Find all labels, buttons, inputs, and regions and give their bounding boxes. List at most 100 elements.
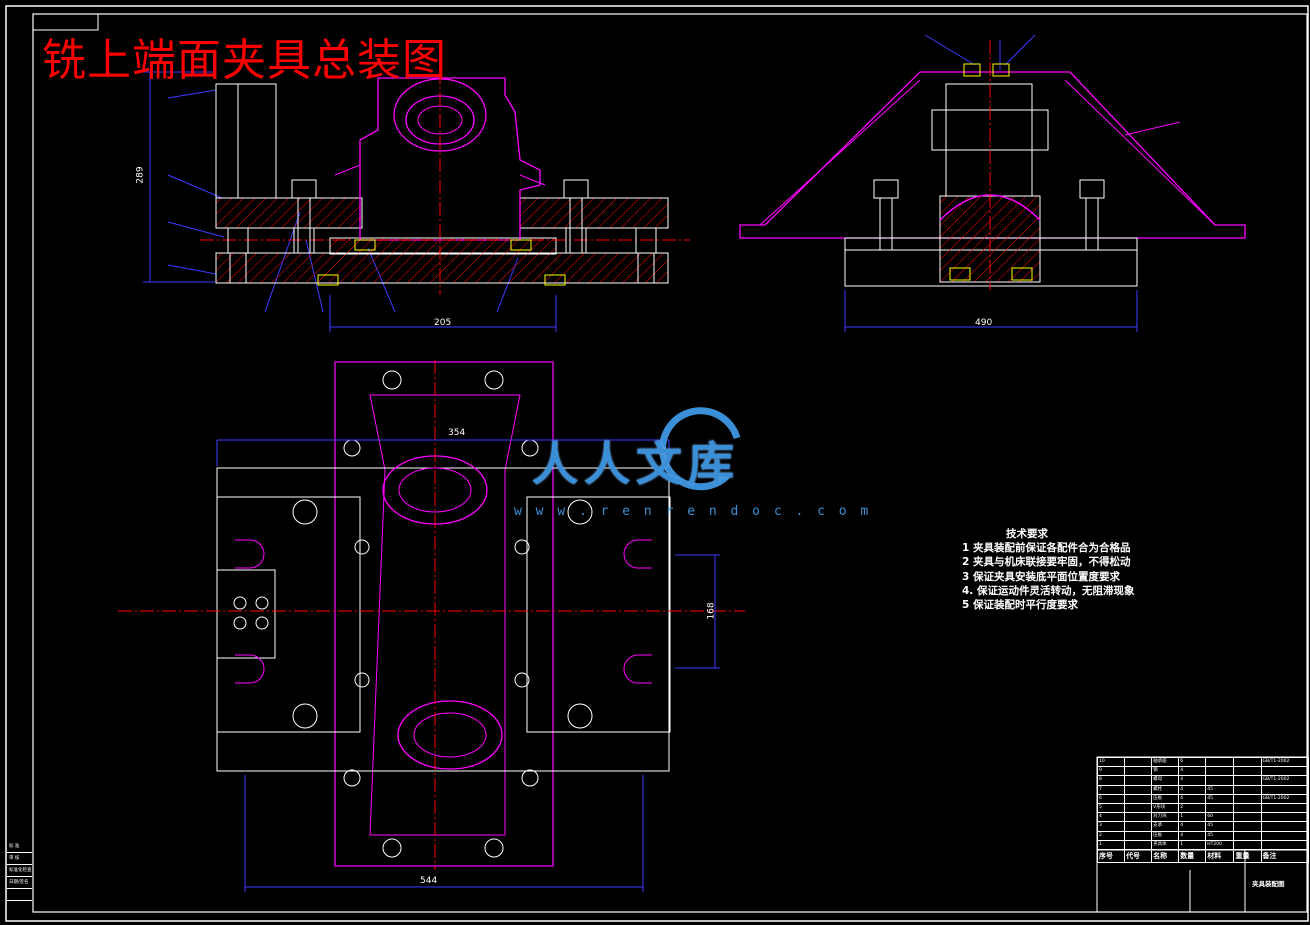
parts-list-cell: 1: [1178, 812, 1207, 823]
dimension-plan-bottom-width: 544: [420, 876, 438, 886]
tech-requirements-heading: 技术要求: [1006, 528, 1048, 540]
watermark-logo-icon: [659, 407, 741, 491]
parts-list-cell: 夹具体: [1151, 839, 1180, 850]
parts-list-cell: [1260, 784, 1310, 795]
parts-list-cell: GB/T1-2002: [1260, 775, 1310, 786]
parts-header-cell: 序号: [1096, 848, 1126, 863]
parts-list-cell: GB/T1-2002: [1260, 793, 1310, 804]
parts-list-cell: 6: [1096, 793, 1126, 804]
dimension-plan-top-width: 354: [448, 428, 466, 438]
parts-list-cell: [1233, 821, 1262, 832]
parts-list-cell: [1233, 784, 1262, 795]
parts-list-cell: 45: [1205, 821, 1235, 832]
parts-list-cell: [1233, 802, 1262, 814]
parts-list-cell: [1260, 821, 1310, 832]
side-view: [739, 34, 1246, 332]
tech-requirements: 技术要求 1 夹具装配前保证各配件合为合格品 2 夹具与机床联接要牢固，不得松动…: [962, 527, 1134, 612]
parts-list-cell: 螺母: [1151, 775, 1180, 786]
parts-list-cell: 压板: [1151, 830, 1180, 841]
parts-list-cell: [1124, 830, 1153, 841]
parts-list-cell: 5: [1096, 802, 1126, 814]
revision-box-cell: 标 准: [7, 841, 32, 853]
parts-list-cell: [1260, 830, 1310, 841]
front-view: [143, 70, 690, 332]
dimension-plan-side-height: 168: [706, 602, 717, 620]
parts-list-cell: HT200: [1205, 839, 1235, 850]
parts-list-cell: 7: [1096, 784, 1126, 795]
drawing-name: 夹具装配图: [1252, 880, 1285, 888]
parts-header-cell: 备注: [1260, 848, 1310, 863]
parts-list-cell: 1: [1178, 839, 1207, 850]
parts-list-cell: [1124, 784, 1153, 795]
parts-list-cell: 压板: [1151, 793, 1180, 804]
parts-list-cell: [1124, 802, 1153, 814]
parts-list-cell: 8: [1096, 775, 1126, 786]
parts-list-cell: [1124, 839, 1153, 850]
watermark: 人人文库 w w w . r e n r e n d o c . c o m: [514, 398, 868, 528]
parts-list-cell: 销: [1151, 766, 1180, 777]
parts-list-cell: [1124, 756, 1153, 768]
parts-list-cell: [1233, 830, 1262, 841]
dimension-front-width: 205: [434, 318, 452, 328]
parts-list-cell: 4: [1178, 830, 1207, 841]
parts-header-cell: 名称: [1151, 848, 1180, 863]
parts-list-cell: [1205, 775, 1235, 786]
corner-tab: [32, 13, 99, 31]
parts-header-cell: 重量: [1233, 848, 1262, 863]
parts-list-cell: [1260, 812, 1310, 823]
parts-header-cell: 数量: [1178, 848, 1207, 863]
parts-list-cell: [1260, 839, 1310, 850]
parts-list-cell: [1233, 775, 1262, 786]
parts-list-cell: 螺栓: [1151, 784, 1180, 795]
parts-list-cell: GB/T1-2002: [1260, 756, 1310, 768]
parts-list-cell: 45: [1205, 784, 1235, 795]
parts-list-cell: 45: [1205, 830, 1235, 841]
parts-list-cell: 支承: [1151, 821, 1180, 832]
parts-list-cell: 3: [1096, 821, 1126, 832]
parts-list-cell: [1205, 802, 1235, 814]
dimension-front-height: 289: [135, 166, 146, 184]
parts-list-cell: 2: [1096, 830, 1126, 841]
plan-view: [118, 360, 745, 892]
parts-list-cell: 4: [1178, 766, 1207, 777]
revision-box-cell: 日期/签名: [7, 877, 32, 889]
watermark-text: 人人文库: [532, 437, 740, 491]
parts-list-cell: [1233, 839, 1262, 850]
parts-list-cell: 4: [1096, 812, 1126, 823]
parts-list-cell: [1233, 756, 1262, 768]
parts-list-cell: [1260, 766, 1310, 777]
revision-box: 标 准 审 核 标准化检查 日期/签名: [7, 841, 32, 901]
tech-requirement-item: 3 保证夹具安装底平面位置度要求: [962, 570, 1120, 583]
revision-box-cell: 标准化检查: [7, 865, 32, 877]
parts-list-cell: 2: [1178, 802, 1207, 814]
parts-list-header: 序号 代号 名称 数量 材料 重量 备注: [1096, 848, 1310, 863]
parts-list-cell: 4: [1178, 821, 1207, 832]
parts-list-cell: [1124, 766, 1153, 777]
parts-list-cell: 4: [1178, 784, 1207, 795]
parts-list-cell: 1: [1096, 839, 1126, 850]
parts-list-cell: [1205, 756, 1235, 768]
parts-list-cell: [1233, 812, 1262, 823]
parts-list-cell: 4: [1178, 775, 1207, 786]
parts-list-cell: [1124, 793, 1153, 804]
parts-list-cell: 9: [1096, 766, 1126, 777]
parts-list-cell: [1205, 766, 1235, 777]
parts-list-cell: 6: [1178, 756, 1207, 768]
parts-list-cell: [1124, 775, 1153, 786]
parts-list-cell: 45: [1205, 793, 1235, 804]
parts-list-cell: 4: [1178, 793, 1207, 804]
revision-box-cell: [7, 889, 32, 901]
parts-header-cell: 材料: [1205, 848, 1235, 863]
parts-header-cell: 代号: [1124, 848, 1153, 863]
watermark-url: w w w . r e n r e n d o c . c o m: [514, 504, 872, 519]
